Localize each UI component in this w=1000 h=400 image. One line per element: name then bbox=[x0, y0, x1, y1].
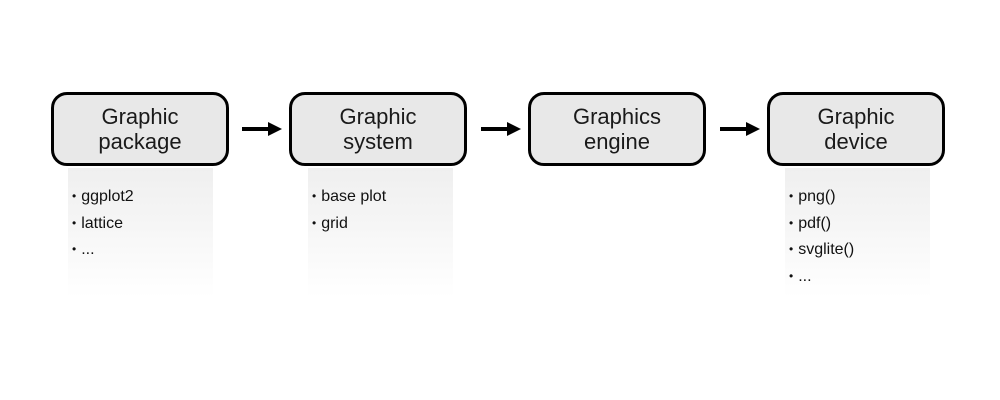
node-graphic-package-line-2: package bbox=[98, 129, 182, 154]
bullet-icon: • bbox=[72, 215, 77, 230]
list-item-text: ... bbox=[81, 241, 95, 258]
node-graphics-engine: Graphics engine bbox=[528, 92, 706, 166]
node-graphic-package: Graphic package bbox=[51, 92, 229, 166]
arrow-right-icon bbox=[242, 122, 282, 136]
node-graphic-device-details: • png() • pdf() • svglite() •... bbox=[785, 168, 930, 298]
list-item: • svglite() bbox=[789, 237, 930, 264]
graphic-device-item-list: • png() • pdf() • svglite() •... bbox=[785, 168, 930, 290]
list-item-text: base plot bbox=[321, 188, 387, 205]
bullet-icon: • bbox=[789, 268, 794, 283]
node-graphics-engine-line-1: Graphics bbox=[572, 104, 662, 129]
bullet-icon: • bbox=[789, 242, 794, 256]
node-graphics-engine-line-2: engine bbox=[583, 129, 651, 154]
list-item: • ggplot2 bbox=[72, 184, 213, 211]
bullet-icon: • bbox=[72, 189, 77, 203]
bullet-icon: • bbox=[312, 189, 317, 203]
node-graphic-device-line-1: Graphic bbox=[817, 104, 895, 129]
list-item-text: lattice bbox=[81, 214, 123, 232]
arrow-right-icon bbox=[720, 122, 760, 136]
bullet-icon: • bbox=[72, 242, 77, 256]
node-graphic-system-details: • base plot • grid bbox=[308, 168, 453, 298]
node-graphic-package-details: • ggplot2 • lattice •... bbox=[68, 168, 213, 298]
list-item-text: pdf() bbox=[798, 214, 832, 232]
list-item-text: grid bbox=[321, 214, 348, 232]
list-item: • grid bbox=[312, 211, 453, 238]
node-graphic-system: Graphic system bbox=[289, 92, 467, 166]
list-item: • base plot bbox=[312, 184, 453, 211]
edge-package-to-system bbox=[242, 119, 282, 139]
node-graphic-package-line-1: Graphic bbox=[101, 104, 179, 129]
list-item: •... bbox=[789, 264, 930, 291]
graphic-system-item-list: • base plot • grid bbox=[308, 168, 453, 237]
edge-engine-to-device bbox=[720, 119, 760, 139]
list-item-text: ggplot2 bbox=[81, 188, 134, 205]
list-item-text: svglite() bbox=[798, 241, 855, 258]
node-graphic-device-line-2: device bbox=[824, 129, 888, 154]
list-item: •... bbox=[72, 237, 213, 264]
bullet-icon: • bbox=[789, 215, 794, 230]
bullet-icon: • bbox=[789, 189, 794, 203]
list-item: • pdf() bbox=[789, 211, 930, 238]
node-graphic-system-line-2: system bbox=[343, 129, 413, 154]
list-item: • lattice bbox=[72, 211, 213, 238]
node-graphic-system-line-1: Graphic bbox=[339, 104, 417, 129]
node-graphic-device: Graphic device bbox=[767, 92, 945, 166]
list-item-text: png() bbox=[798, 188, 836, 205]
edge-system-to-engine bbox=[481, 119, 521, 139]
list-item: • png() bbox=[789, 184, 930, 211]
graphic-package-item-list: • ggplot2 • lattice •... bbox=[68, 168, 213, 264]
list-item-text: ... bbox=[798, 267, 812, 285]
arrow-right-icon bbox=[481, 122, 521, 136]
bullet-icon: • bbox=[312, 215, 317, 230]
